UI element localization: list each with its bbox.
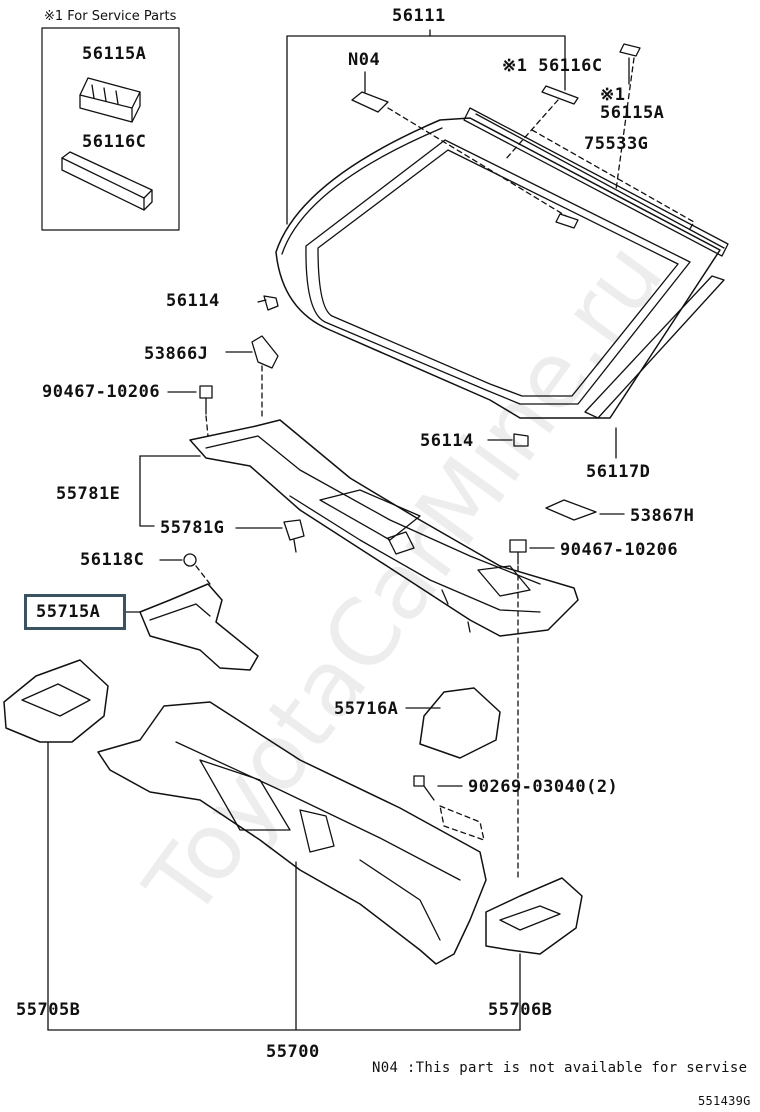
label-56116c-box[interactable]: 56116C: [82, 132, 147, 152]
label-56114-a[interactable]: 56114: [166, 291, 220, 311]
label-56114-b[interactable]: 56114: [420, 431, 474, 451]
label-56111[interactable]: 56111: [392, 6, 446, 26]
label-56115a-box[interactable]: 56115A: [82, 44, 147, 64]
label-55706b[interactable]: 55706B: [488, 1000, 553, 1020]
pad-56116c-box-drawing: [61, 151, 153, 211]
label-90269-03040[interactable]: 90269-03040(2): [468, 777, 619, 797]
service-box-title: ※1 For Service Parts: [44, 9, 177, 24]
label-90467-10206-b[interactable]: 90467-10206: [560, 540, 679, 560]
label-n04[interactable]: N04: [348, 50, 381, 70]
label-55705b[interactable]: 55705B: [16, 1000, 81, 1020]
diagram-code: 551439G: [698, 1094, 751, 1108]
label-55715a[interactable]: 55715A: [36, 602, 101, 622]
label-56117d[interactable]: 56117D: [586, 462, 651, 482]
label-56115a-right[interactable]: ※1 56115A: [600, 85, 665, 123]
label-56116c-top[interactable]: ※1 56116C: [502, 56, 603, 76]
label-55781g[interactable]: 55781G: [160, 518, 225, 538]
clip-56115a-box-drawing: [79, 77, 141, 123]
service-parts-box: [41, 27, 180, 231]
label-53867h[interactable]: 53867H: [630, 506, 695, 526]
highlight-box-55715a: [24, 594, 126, 630]
label-55781e[interactable]: 55781E: [56, 484, 121, 504]
label-56118c[interactable]: 56118C: [80, 550, 145, 570]
footnote: N04 :This part is not available for serv…: [372, 1060, 748, 1076]
label-55700[interactable]: 55700: [266, 1042, 320, 1062]
label-75533g[interactable]: 75533G: [584, 134, 649, 154]
label-90467-10206-a[interactable]: 90467-10206: [42, 382, 161, 402]
label-55716a[interactable]: 55716A: [334, 699, 399, 719]
label-53866j[interactable]: 53866J: [144, 344, 209, 364]
